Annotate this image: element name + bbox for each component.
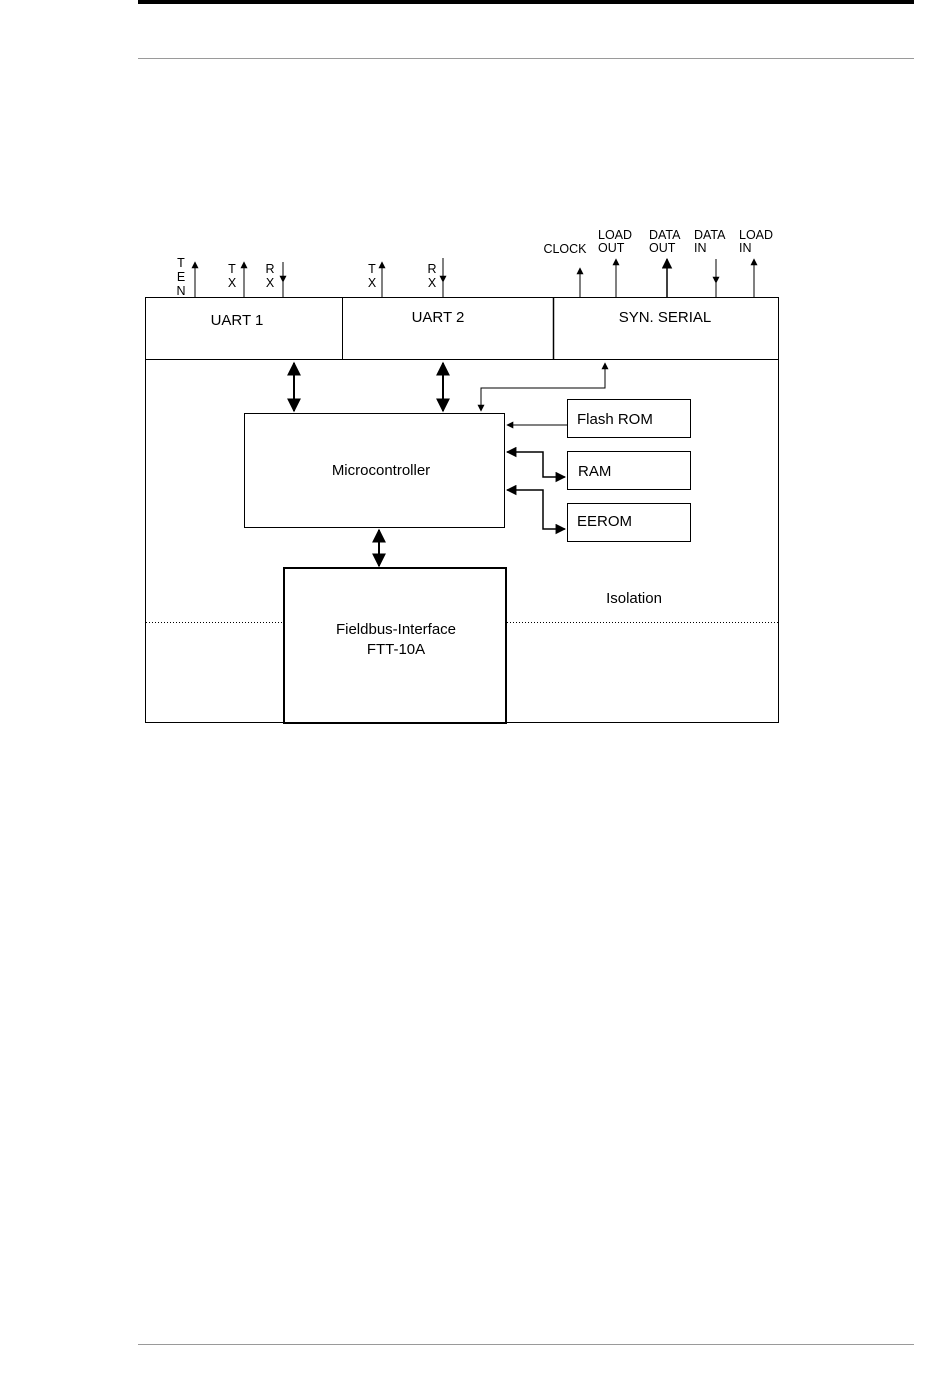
microcontroller-label: Microcontroller [332, 462, 430, 479]
serial-mcu-bus [481, 363, 605, 411]
syn-serial-label: SYN. SERIAL [619, 309, 712, 326]
ten-label-t: T [177, 256, 185, 270]
uart1-tx-label-t: T [228, 262, 236, 276]
eerom-mcu-bus [507, 490, 565, 529]
ram-mcu-bus [507, 452, 565, 477]
uart2-rx-label-r: R [427, 262, 436, 276]
uart1-rx-label-r: R [265, 262, 274, 276]
eerom-label: EEROM [577, 513, 632, 530]
data-in-label-line2: IN [694, 241, 707, 255]
load-in-label-line1: LOAD [739, 228, 773, 242]
flash-rom-label: Flash ROM [577, 411, 653, 428]
uart2-tx-label-t: T [368, 262, 376, 276]
data-in-label-line1: DATA [694, 228, 726, 242]
uart2-rx-label-x: X [428, 276, 437, 290]
clock-label: CLOCK [543, 242, 587, 256]
uart1-tx-label-x: X [228, 276, 237, 290]
load-out-label-line2: OUT [598, 241, 625, 255]
uart1-rx-label-x: X [266, 276, 275, 290]
uart1-label: UART 1 [211, 312, 264, 329]
ten-label-n: N [176, 284, 185, 298]
load-in-label-line2: IN [739, 241, 752, 255]
data-out-label-line2: OUT [649, 241, 676, 255]
data-out-label-line1: DATA [649, 228, 681, 242]
uart2-tx-label-x: X [368, 276, 377, 290]
isolation-label: Isolation [606, 590, 662, 607]
ram-label: RAM [578, 463, 611, 480]
uart2-label: UART 2 [412, 309, 465, 326]
fieldbus-label-line2: FTT-10A [367, 641, 425, 658]
ten-label-e: E [177, 270, 185, 284]
load-out-label-line1: LOAD [598, 228, 632, 242]
fieldbus-label-line1: Fieldbus-Interface [336, 621, 456, 638]
